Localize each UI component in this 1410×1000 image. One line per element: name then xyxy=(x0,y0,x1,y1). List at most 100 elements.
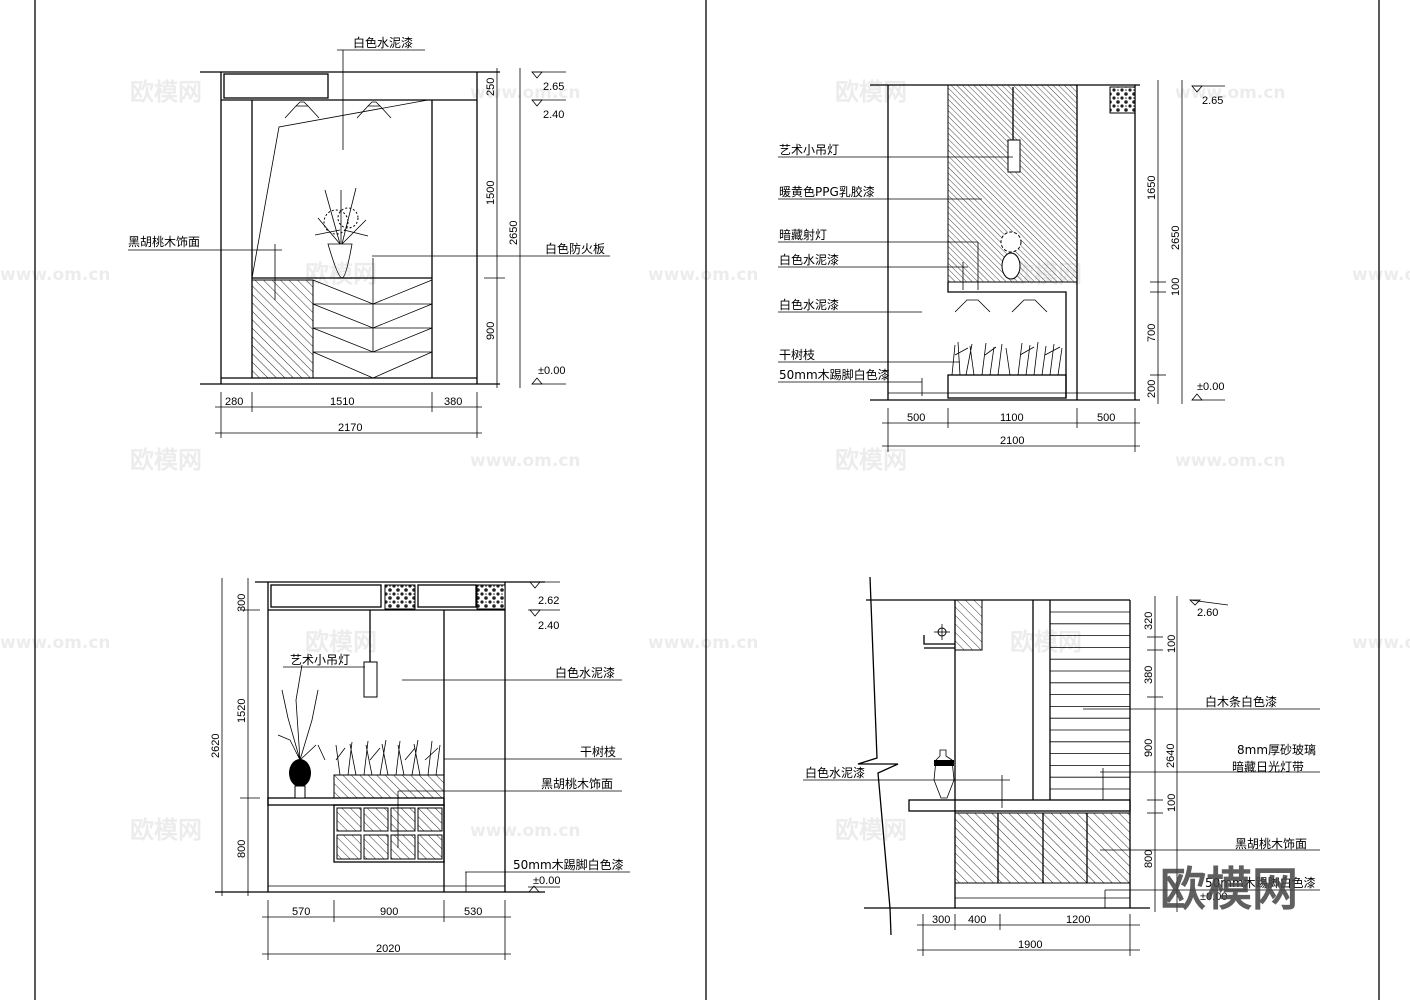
svg-text:2.62: 2.62 xyxy=(538,595,559,607)
label-skirting: 50mm木踢脚白色漆 xyxy=(1205,875,1316,890)
svg-text:1520: 1520 xyxy=(236,699,248,723)
label-frosted-glass: 8mm厚砂玻璃 xyxy=(1237,743,1316,757)
svg-text:1650: 1650 xyxy=(1146,176,1158,200)
label-white-fireproof-board: 白色防火板 xyxy=(545,241,605,256)
svg-text:2.40: 2.40 xyxy=(538,620,559,632)
svg-text:欧模网: 欧模网 xyxy=(835,78,907,106)
svg-text:www.om.cn: www.om.cn xyxy=(0,633,111,653)
svg-text:2.65: 2.65 xyxy=(543,81,564,93)
label-white-cement-paint: 白色水泥漆 xyxy=(805,765,865,780)
walnut-veneer-panel xyxy=(251,279,314,379)
svg-text:www.om.cn: www.om.cn xyxy=(1352,265,1410,285)
svg-text:300: 300 xyxy=(236,594,248,612)
svg-text:±0.00: ±0.00 xyxy=(533,875,560,887)
lattice-cabinet xyxy=(333,804,445,863)
fireproof-board-cabinet xyxy=(312,258,433,379)
svg-text:900: 900 xyxy=(380,906,398,918)
elevation-c: 艺术小吊灯 白色水泥漆 干树枝 黑胡桃木饰面 50mm木踢脚白色漆 2.62 2… xyxy=(210,578,630,960)
sheet-border xyxy=(34,0,1380,1000)
label-walnut-veneer: 黑胡桃木饰面 xyxy=(128,234,200,249)
svg-text:320: 320 xyxy=(1143,612,1155,630)
svg-text:2620: 2620 xyxy=(210,734,222,758)
vase-icon xyxy=(933,749,955,799)
svg-text:400: 400 xyxy=(968,914,986,926)
svg-text:380: 380 xyxy=(444,396,462,408)
spotlight-icon xyxy=(356,101,392,119)
light-trough xyxy=(223,73,329,99)
svg-text:2.65: 2.65 xyxy=(1202,95,1223,107)
watermarks: 欧模网 www.om.cn 欧模网 www.om.cn 欧模网 www.om.c… xyxy=(0,78,1410,844)
svg-text:欧模网: 欧模网 xyxy=(305,628,377,656)
label-concealed-spotlight: 暗藏射灯 xyxy=(779,227,827,242)
walnut-planter xyxy=(333,774,445,799)
pendant-lamp-icon xyxy=(1007,87,1021,173)
label-skirting: 50mm木踢脚白色漆 xyxy=(513,857,624,872)
svg-text:2170: 2170 xyxy=(338,422,362,434)
counter-top xyxy=(908,799,1131,812)
svg-text:www.om.cn: www.om.cn xyxy=(470,83,581,103)
planter-box xyxy=(947,374,1067,399)
svg-text:280: 280 xyxy=(225,396,243,408)
svg-text:200: 200 xyxy=(1146,380,1158,398)
label-skirting: 50mm木踢脚白色漆 xyxy=(779,367,890,382)
svg-text:欧模网: 欧模网 xyxy=(130,446,202,474)
svg-text:100: 100 xyxy=(1170,278,1182,296)
stone-block xyxy=(384,584,416,610)
svg-text:100: 100 xyxy=(1166,635,1178,653)
elevation-b: 艺术小吊灯 暖黄色PPG乳胶漆 暗藏射灯 白色水泥漆 白色水泥漆 干树枝 50m… xyxy=(778,80,1225,452)
svg-text:900: 900 xyxy=(1143,739,1155,757)
spotlight-icon xyxy=(954,299,991,313)
walnut-column xyxy=(954,599,983,651)
svg-text:欧模网: 欧模网 xyxy=(305,260,377,288)
svg-text:2.60: 2.60 xyxy=(1197,607,1218,619)
svg-text:570: 570 xyxy=(292,906,310,918)
svg-text:700: 700 xyxy=(1146,324,1158,342)
svg-text:www.om.cn: www.om.cn xyxy=(1175,83,1286,103)
wall-lamp-bracket xyxy=(923,635,955,649)
svg-text:www.om.cn: www.om.cn xyxy=(470,821,581,841)
svg-text:800: 800 xyxy=(1143,850,1155,868)
vase-branches-icon xyxy=(277,664,319,799)
wall-lamp-icon xyxy=(934,624,950,640)
svg-text:300: 300 xyxy=(932,914,950,926)
svg-text:2.40: 2.40 xyxy=(543,109,564,121)
svg-text:±0.00: ±0.00 xyxy=(538,365,565,377)
elevation-a: 白色水泥漆 黑胡桃木饰面 白色防火板 250 1500 900 2650 2.6… xyxy=(128,35,610,438)
label-art-pendant-lamp: 艺术小吊灯 xyxy=(779,143,839,157)
svg-text:1900: 1900 xyxy=(1018,939,1042,951)
svg-text:250: 250 xyxy=(485,78,497,96)
svg-text:www.om.cn: www.om.cn xyxy=(648,633,759,653)
svg-text:欧模网: 欧模网 xyxy=(835,816,907,844)
svg-text:530: 530 xyxy=(464,906,482,918)
label-dry-branches: 干树枝 xyxy=(779,347,815,362)
label-white-cement-paint: 白色水泥漆 xyxy=(353,35,413,50)
label-concealed-fluorescent-strip: 暗藏日光灯带 xyxy=(1232,759,1304,774)
dry-branches-icon xyxy=(951,341,1063,376)
svg-text:欧模网: 欧模网 xyxy=(835,446,907,474)
label-art-pendant-lamp: 艺术小吊灯 xyxy=(290,653,350,667)
svg-text:www.om.cn: www.om.cn xyxy=(0,265,111,285)
svg-text:2020: 2020 xyxy=(376,943,400,955)
label-walnut-veneer: 黑胡桃木饰面 xyxy=(541,776,613,791)
svg-text:欧模网: 欧模网 xyxy=(1010,628,1082,656)
svg-text:www.om.cn: www.om.cn xyxy=(648,265,759,285)
stone-block xyxy=(1109,86,1136,114)
label-white-slats-paint: 白木条白色漆 xyxy=(1205,694,1277,709)
svg-text:500: 500 xyxy=(907,412,925,424)
spotlight-icon xyxy=(1011,299,1048,313)
label-dry-branches: 干树枝 xyxy=(580,744,616,759)
svg-text:800: 800 xyxy=(236,840,248,858)
svg-text:1500: 1500 xyxy=(485,181,497,205)
svg-text:900: 900 xyxy=(485,322,497,340)
white-wood-slats xyxy=(1049,600,1130,800)
svg-text:1510: 1510 xyxy=(330,396,354,408)
svg-text:2650: 2650 xyxy=(508,221,520,245)
leaders-b xyxy=(778,156,1013,396)
svg-text:1100: 1100 xyxy=(1000,412,1024,424)
shelf xyxy=(267,797,445,806)
spotlight-icon xyxy=(284,101,320,119)
svg-text:100: 100 xyxy=(1166,794,1178,812)
label-walnut-veneer: 黑胡桃木饰面 xyxy=(1235,836,1307,851)
svg-text:www.om.cn: www.om.cn xyxy=(1175,451,1286,471)
label-white-cement-paint: 白色水泥漆 xyxy=(555,665,615,680)
